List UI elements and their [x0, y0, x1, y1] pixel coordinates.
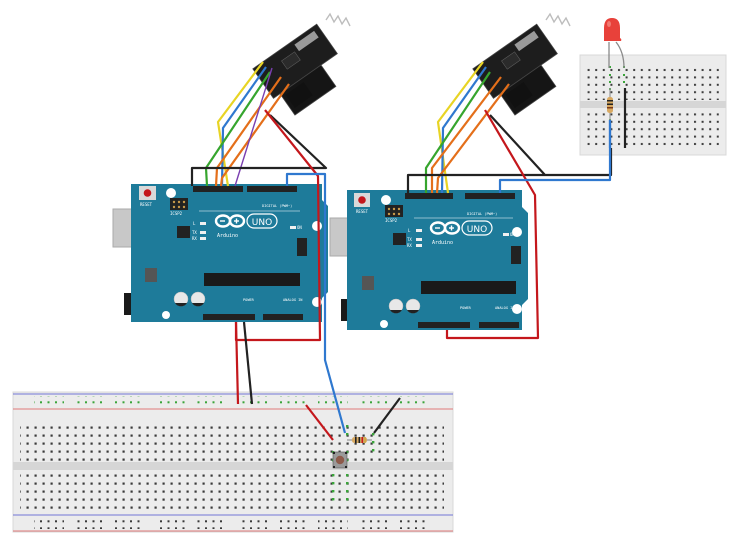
wire-orange-2 [219, 83, 290, 187]
digital-header-low [405, 193, 453, 199]
led-resistor [607, 88, 613, 120]
terminal-strip-bottom [20, 471, 444, 511]
wire-orange-1 [430, 76, 502, 193]
wire-blue [220, 66, 267, 187]
led-rx-label: RX [407, 243, 412, 248]
arduino-logo-icon [214, 213, 278, 229]
wire-black-resistor [373, 397, 401, 434]
on-label: ON [510, 232, 515, 237]
nrf24-module-right [472, 12, 571, 116]
analog-header [263, 314, 303, 320]
breadboard-large [12, 391, 454, 533]
power-label: POWER [243, 298, 255, 302]
uno-logo-text: UNO [252, 218, 272, 228]
led-tx-label: TX [407, 237, 412, 242]
digital-label: DIGITAL (PWM~) [467, 212, 497, 216]
power-header [418, 322, 470, 328]
reset-label: RESET [140, 202, 153, 207]
icsp2-label: ICSP2 [385, 218, 398, 223]
voltage-regulator [145, 268, 157, 282]
wire-green [424, 71, 491, 193]
wires-left [190, 61, 401, 441]
icsp2-label: ICSP2 [170, 211, 183, 216]
icsp2-header [170, 198, 188, 210]
on-label: ON [297, 225, 302, 230]
terminal-strip-top [20, 421, 444, 461]
nrf24-module-left [252, 12, 351, 116]
led-l-label: L [193, 221, 196, 226]
icsp-header [511, 246, 521, 264]
analog-label: ANALOG IN [283, 298, 302, 302]
breadboard-small [579, 54, 727, 156]
analog-header [479, 322, 519, 328]
power-header [203, 314, 255, 320]
led-tx-label: TX [192, 230, 197, 235]
wire-orange-2 [435, 83, 510, 194]
power-label: POWER [460, 306, 472, 310]
power-rail-top [34, 396, 430, 408]
usb-chip [393, 233, 406, 245]
wire-red-5v [234, 321, 240, 405]
icsp2-header [385, 205, 403, 217]
voltage-regulator [362, 276, 374, 290]
antenna-icon [545, 12, 571, 27]
led-red [604, 18, 625, 69]
uno-logo-text: UNO [467, 225, 487, 235]
atmega-chip [204, 273, 300, 286]
arduino-uno-left: RESET ICSP2 DIGITAL (PWM~) L TX RX ON [112, 184, 328, 322]
wire-red-button [305, 404, 334, 441]
arduino-logo-icon [429, 220, 493, 236]
arduino-uno-right: RESET ICSP2 DIGITAL (PWM~) L TX RX ON UN… [329, 190, 528, 330]
wire-blue-button [285, 172, 347, 434]
center-channel [13, 462, 453, 470]
digital-header-high [465, 193, 515, 199]
digital-label: DIGITAL (PWM~) [262, 204, 292, 208]
digital-header-low [193, 186, 243, 192]
atmega-chip [421, 281, 516, 294]
wire-red-vcc [445, 109, 540, 340]
antenna-icon [325, 12, 351, 27]
wire-black-gnd [190, 114, 328, 186]
pulldown-resistor [347, 437, 372, 443]
wire-yellow [216, 61, 264, 187]
wires-right [406, 61, 627, 340]
analog-label: ANALOG IN [495, 306, 514, 310]
reset-label: RESET [356, 209, 369, 214]
pushbutton[interactable] [332, 451, 348, 469]
reset-button[interactable] [354, 193, 370, 207]
arduino-brand-text: Arduino [217, 233, 238, 239]
led-rx-label: RX [192, 236, 197, 241]
icsp-header [297, 238, 307, 256]
digital-header-high [247, 186, 297, 192]
power-rail-bottom [34, 517, 430, 529]
wire-blue-led [498, 120, 612, 193]
reset-button[interactable] [139, 186, 156, 200]
usb-chip [177, 226, 190, 238]
wire-black-ground [242, 321, 254, 405]
wire-purple [234, 67, 273, 187]
arduino-brand-text: Arduino [432, 240, 453, 246]
led-l-label: L [408, 228, 411, 233]
